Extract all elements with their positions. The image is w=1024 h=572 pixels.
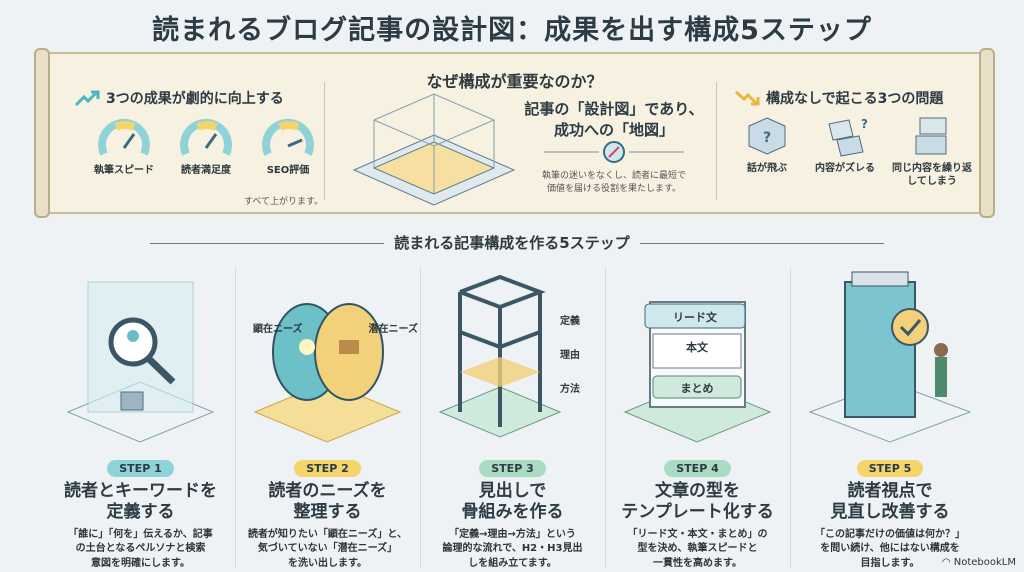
label-definition: 定義 bbox=[560, 316, 580, 327]
blueprint-foundation-illustration bbox=[352, 93, 516, 206]
step-description: 「定義→理由→方法」という論理的な流れで、H2・H3見出しを組み立てます。 bbox=[442, 528, 583, 569]
search-persona-illustration bbox=[66, 281, 215, 443]
template-lead: リード文 bbox=[673, 311, 717, 324]
steps-heading: 読まれる記事構成を作る5ステップ bbox=[384, 234, 640, 252]
step-description: 「リード文・本文・まとめ」の型を決め、執筆スピードと一貫性を高めます。 bbox=[627, 528, 768, 569]
why-scroll-panel: なぜ構成が重要なのか？ 3つの成果が劇的に向上する 執筆スピード 読者満足度 S… bbox=[34, 48, 995, 218]
gauge-icon bbox=[180, 118, 232, 156]
step-description: 読者が知りたい「顕在ニーズ」と、気づいていない「潜在ニーズ」を洗い出します。 bbox=[247, 528, 408, 569]
blueprint-line2: 成功への「地図」 bbox=[553, 121, 674, 139]
step-badge: STEP 1 bbox=[107, 460, 174, 477]
step-badge: STEP 5 bbox=[856, 460, 924, 477]
blueprint-desc1: 執筆の迷いをなくし、読者に最短で bbox=[541, 171, 686, 181]
blueprint-desc2: 価値を届ける役割を果たします。 bbox=[546, 184, 682, 194]
latent-needs-label: 潜在ニーズ bbox=[368, 324, 419, 335]
step-badge: STEP 2 bbox=[294, 460, 361, 477]
step-title: 読者視点で bbox=[847, 481, 933, 501]
blueprint-line1: 記事の「設計図」であり、 bbox=[524, 100, 704, 118]
step-title: 見出しで bbox=[478, 481, 547, 501]
step-description: 「誰に」「何を」伝えるか、記事の土台となるペルソナと検索意図を明確にします。 bbox=[68, 528, 213, 569]
results-heading: 3つの成果が劇的に向上する bbox=[106, 91, 284, 107]
problems-panel: 構成なしで起こる3つの問題 ?話が飛ぶ ?内容がズレる 同じ内容を繰り返してしま… bbox=[724, 54, 974, 212]
explicit-needs-label: 顕在ニーズ bbox=[253, 324, 303, 335]
step-description: 「この記事だけの価値は何か？」を問い続け、他にはない構成を目指します。 bbox=[815, 528, 965, 569]
question-cube-icon: ? bbox=[748, 117, 786, 155]
problem-item: ?話が飛ぶ bbox=[736, 114, 798, 188]
gauge-icon bbox=[262, 118, 314, 156]
svg-text:?: ? bbox=[861, 117, 867, 131]
gauge-seo: SEO評価 bbox=[258, 114, 318, 176]
label-reason: 理由 bbox=[560, 350, 580, 361]
template-body: 本文 bbox=[686, 341, 708, 354]
notebooklm-logo-icon: ◠ bbox=[941, 557, 954, 568]
gauge-icon bbox=[98, 118, 150, 156]
problem-item: ?内容がズレる bbox=[814, 114, 876, 188]
step-4: リード文 本文 まとめ STEP 4 文章の型をテンプレート化する 「リード文・… bbox=[605, 262, 790, 571]
compass-icon bbox=[544, 141, 684, 163]
results-note: すべて上がります。 bbox=[244, 197, 324, 207]
stacked-cubes-icon bbox=[915, 117, 947, 155]
brain-illustration bbox=[253, 303, 402, 443]
step-3: 定義 理由 方法 STEP 3 見出しで骨組みを作る 「定義→理由→方法」という… bbox=[420, 262, 605, 571]
frame-structure-illustration bbox=[438, 274, 562, 438]
step-title: 読者のニーズを bbox=[268, 481, 387, 501]
problem-item: 同じ内容を繰り返してしまう bbox=[892, 114, 972, 188]
trend-down-icon bbox=[735, 90, 760, 106]
page-title: 読まれるブログ記事の設計図：成果を出す構成5ステップ bbox=[152, 15, 872, 46]
step-badge: STEP 4 bbox=[664, 460, 731, 477]
gauge-satisfaction: 読者満足度 bbox=[176, 114, 236, 176]
gauge-speed: 執筆スピード bbox=[94, 114, 154, 176]
template-illustration bbox=[623, 301, 772, 443]
results-panel: 3つの成果が劇的に向上する 執筆スピード 読者満足度 SEO評価 すべて上がりま… bbox=[64, 54, 364, 212]
building-check-illustration bbox=[808, 271, 972, 443]
broken-cube-icon: ? bbox=[828, 117, 868, 157]
template-summary: まとめ bbox=[680, 382, 714, 395]
problems-heading: 構成なしで起こる3つの問題 bbox=[766, 91, 944, 107]
notebooklm-brand: ◠ NotebookLM bbox=[941, 557, 1016, 568]
step-1: STEP 1 読者とキーワードを定義する 「誰に」「何を」伝えるか、記事の土台と… bbox=[48, 262, 233, 571]
label-method: 方法 bbox=[560, 384, 580, 395]
step-2: 顕在ニーズ 潜在ニーズ STEP 2 読者のニーズを整理する 読者が知りたい「顕… bbox=[235, 262, 420, 571]
step-5: STEP 5 読者視点で見直し改善する 「この記事だけの価値は何か？」を問い続け… bbox=[790, 262, 990, 571]
svg-text:?: ? bbox=[763, 130, 771, 146]
step-title: 読者とキーワードを bbox=[64, 481, 217, 501]
step-badge: STEP 3 bbox=[479, 460, 546, 477]
trend-up-icon bbox=[74, 90, 100, 107]
why-heading: なぜ構成が重要なのか？ bbox=[426, 72, 603, 91]
blueprint-panel: 記事の「設計図」であり、 成功への「地図」 執筆の迷いをなくし、読者に最短で 価… bbox=[344, 54, 714, 212]
step-title: 文章の型を bbox=[655, 481, 740, 501]
